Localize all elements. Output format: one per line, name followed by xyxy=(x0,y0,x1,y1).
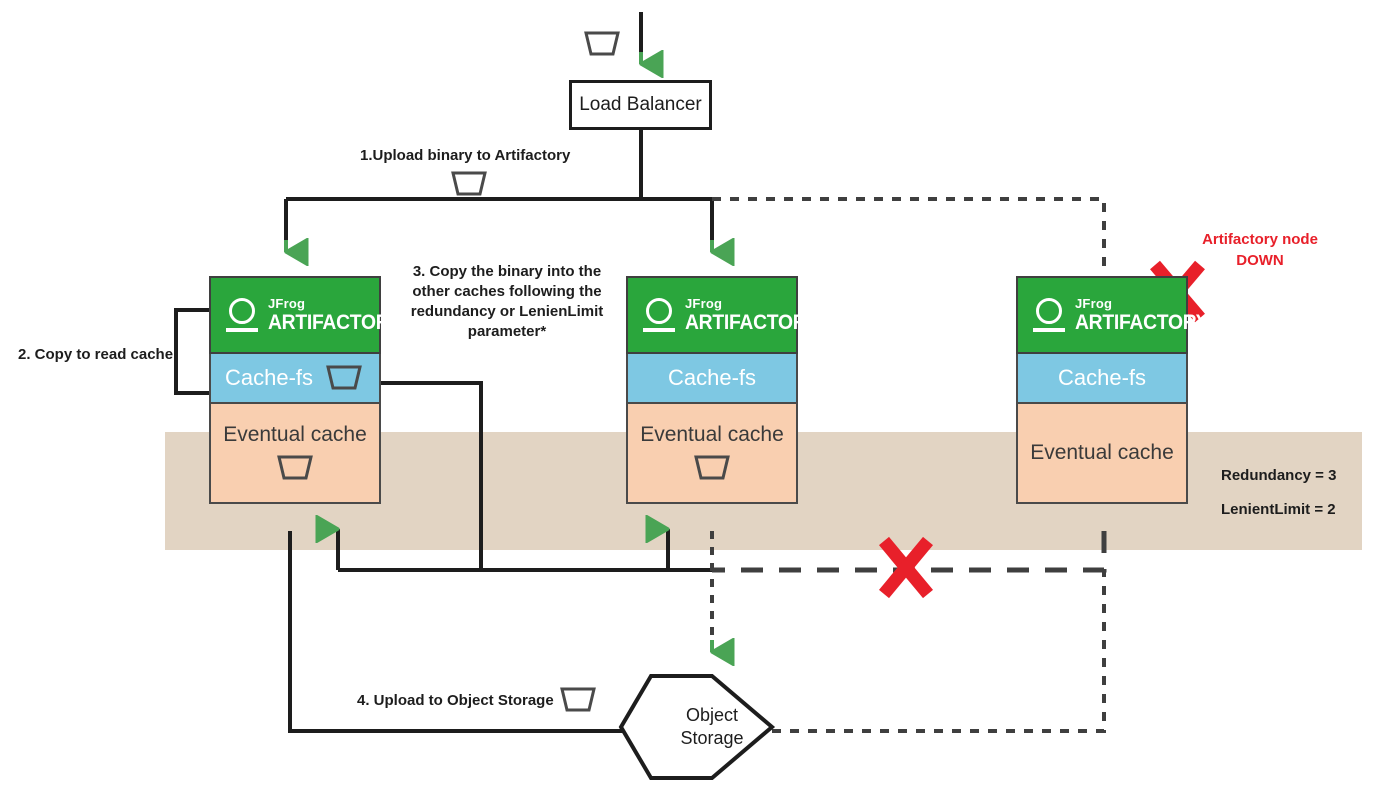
node-3-brand-small: JFrog xyxy=(1075,296,1113,311)
jfrog-logo: JFrog ARTIFACTORY xyxy=(1032,297,1220,333)
jfrog-frog-icon xyxy=(1032,298,1066,332)
node-2-artifactory-header: JFrog ARTIFACTORY xyxy=(626,276,819,354)
node-2-eventual-section: Eventual cache xyxy=(626,404,798,504)
step-4-label: 4. Upload to Object Storage xyxy=(357,692,554,709)
wire-node1-eventual-to-object-storage xyxy=(288,531,651,733)
load-balancer-box: Load Balancer xyxy=(569,80,712,130)
node-down-note-line1: Artifactory node xyxy=(1202,231,1318,248)
parameter-redundancy: Redundancy = 3 xyxy=(1221,467,1337,484)
parameter-lenientlimit: LenientLimit = 2 xyxy=(1221,501,1336,518)
node-3-eventual-label: Eventual cache xyxy=(1030,441,1174,464)
artifactory-node-2: JFrog ARTIFACTORY Cache-fs Eventual cach… xyxy=(626,276,819,504)
node-2-eventual-label: Eventual cache xyxy=(640,423,784,446)
object-storage-hexagon xyxy=(618,674,776,780)
node-3-cachefs-label: Cache-fs xyxy=(1057,365,1147,390)
jfrog-logo: JFrog ARTIFACTORY xyxy=(642,297,830,333)
jfrog-frog-icon xyxy=(225,298,259,332)
node-2-brand-big: ARTIFACTORY xyxy=(685,311,819,334)
node-1-artifactory-header: JFrog ARTIFACTORY xyxy=(209,276,402,354)
wire-lb-to-node3-dotted xyxy=(712,197,1106,274)
step-3-label: 3. Copy the binary into the other caches… xyxy=(410,263,604,340)
node-1-cachefs-label: Cache-fs xyxy=(224,365,314,390)
node-1-cachefs-binary-trapezoid-icon xyxy=(326,365,362,390)
node-down-note-line2: DOWN xyxy=(1236,252,1284,269)
node-3-cachefs-section: Cache-fs xyxy=(1016,354,1188,404)
node-1-eventual-binary-trapezoid-icon xyxy=(277,455,313,480)
node-3-eventual-section: Eventual cache xyxy=(1016,404,1188,504)
node-1-brand-big: ARTIFACTORY xyxy=(268,311,402,334)
step-2-label: 2. Copy to read cache xyxy=(18,346,174,363)
wire-object-storage-to-node3-dotted xyxy=(772,570,1106,733)
node-1-eventual-label: Eventual cache xyxy=(223,423,367,446)
object-storage-label-line1: Object xyxy=(685,705,739,725)
artifactory-node-1: JFrog ARTIFACTORY Cache-fs Eventual cach… xyxy=(209,276,402,504)
node-1-brand-small: JFrog xyxy=(268,296,306,311)
node-2-cachefs-label: Cache-fs xyxy=(667,365,757,390)
node-down-note: Artifactory node DOWN xyxy=(1150,229,1370,271)
node-3-brand-big: ARTIFACTORY xyxy=(1075,311,1209,334)
node-2-cachefs-section: Cache-fs xyxy=(626,354,798,404)
artifactory-node-3: JFrog ARTIFACTORY Cache-fs Eventual cach… xyxy=(1016,276,1209,504)
node-3-artifactory-header: JFrog ARTIFACTORY xyxy=(1016,276,1209,354)
node-1-cachefs-section: Cache-fs xyxy=(209,354,381,404)
node-2-eventual-binary-trapezoid-icon xyxy=(694,455,730,480)
node-1-eventual-section: Eventual cache xyxy=(209,404,381,504)
step-1-label: 1.Upload binary to Artifactory xyxy=(360,147,571,164)
load-balancer-label: Load Balancer xyxy=(579,94,702,115)
jfrog-frog-icon xyxy=(642,298,676,332)
replication-blocked-x-icon xyxy=(878,536,934,599)
jfrog-logo: JFrog ARTIFACTORY xyxy=(225,297,413,333)
wire-node1-cachefs-to-bus xyxy=(381,381,483,570)
node-2-brand-small: JFrog xyxy=(685,296,723,311)
object-storage-label-line2: Storage xyxy=(680,728,744,748)
object-storage-label: Object Storage xyxy=(641,704,783,750)
binary-trapezoid-icon xyxy=(584,31,620,56)
step-1-binary-trapezoid-icon xyxy=(451,171,487,196)
step-4-binary-trapezoid-icon xyxy=(560,687,596,712)
